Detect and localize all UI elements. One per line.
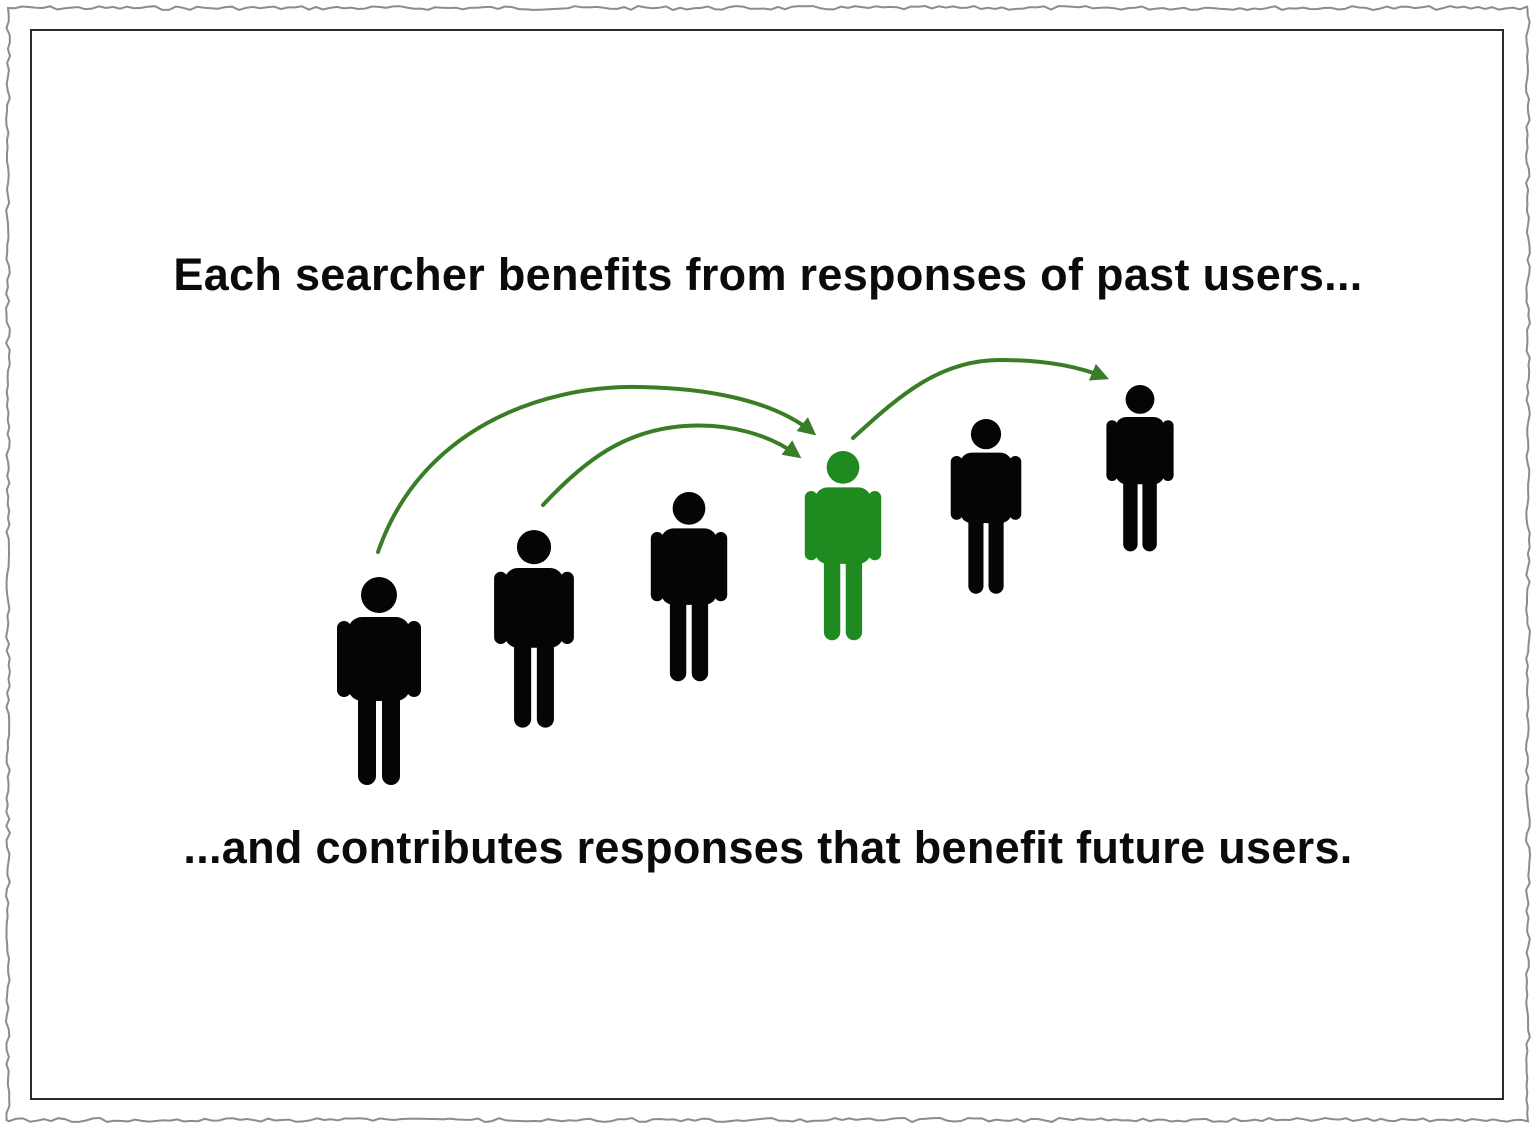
curved-arrow-icon — [541, 423, 802, 507]
people-layer — [337, 385, 1174, 785]
slide-frame — [30, 29, 1504, 1100]
person-icon — [950, 419, 1022, 594]
curved-arrow-icon — [376, 384, 817, 554]
curved-arrow-icon — [851, 357, 1109, 440]
person-icon — [1106, 385, 1174, 552]
arrows-layer — [376, 357, 1109, 554]
bottom-caption: ...and contributes responses that benefi… — [183, 822, 1353, 873]
highlighted-person-icon — [804, 451, 882, 641]
person-icon — [650, 492, 728, 682]
top-caption: Each searcher benefits from responses of… — [173, 249, 1363, 300]
person-icon — [494, 530, 574, 728]
person-icon — [337, 577, 421, 785]
